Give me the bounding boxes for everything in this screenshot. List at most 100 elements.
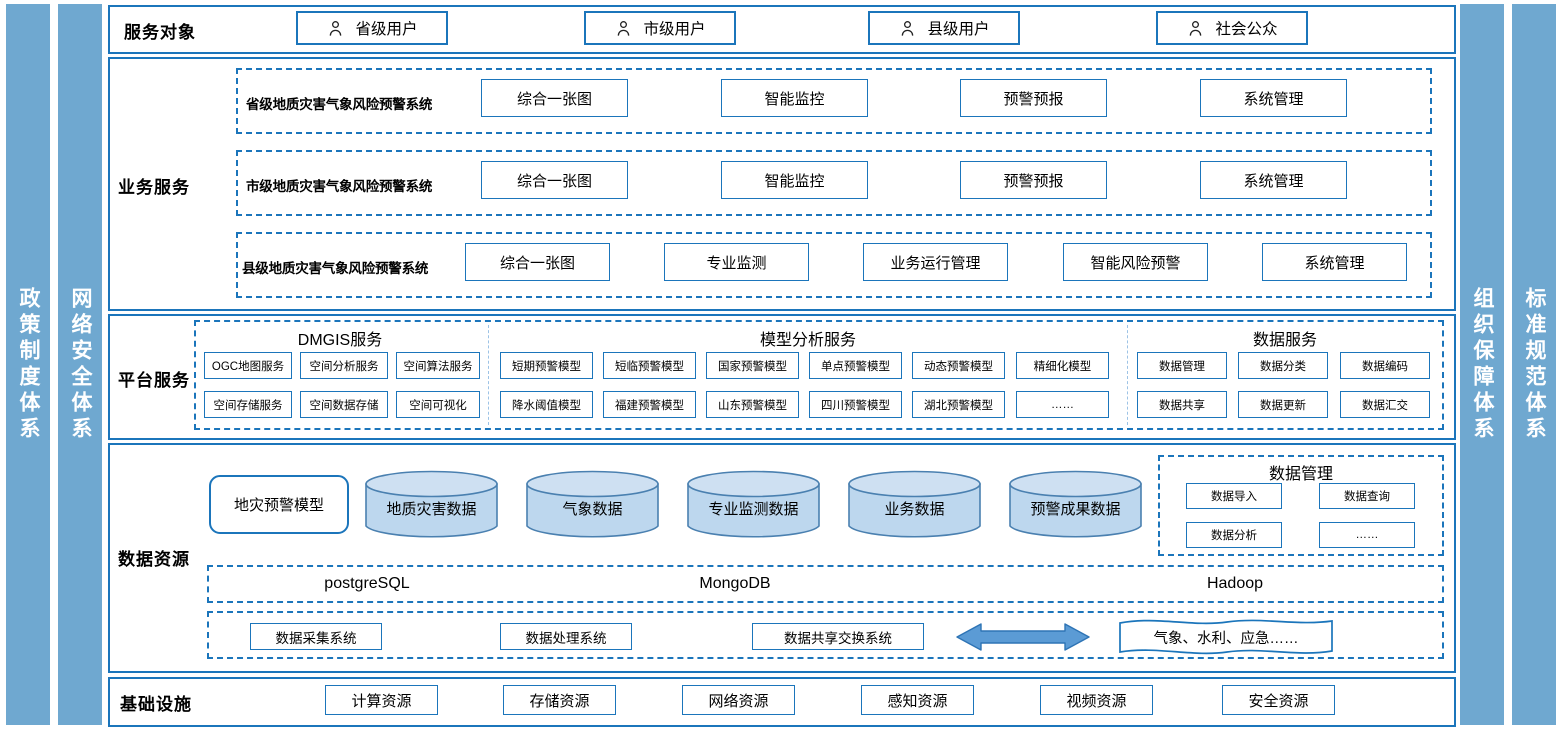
business-services-title: 业务服务: [118, 178, 190, 197]
platform-item-spatial-visualization[interactable]: 空间可视化: [396, 391, 480, 418]
data-collection-system[interactable]: 数据采集系统: [250, 623, 382, 650]
platform-data-update[interactable]: 数据更新: [1238, 391, 1328, 418]
business-module-provincial-1[interactable]: 综合一张图: [481, 79, 628, 117]
platform-model-shandong[interactable]: 山东预警模型: [706, 391, 799, 418]
platform-group-model-analysis-title: 模型分析服务: [759, 332, 856, 349]
business-row-county: [236, 232, 1432, 298]
data-management-query[interactable]: 数据查询: [1319, 483, 1415, 509]
platform-model-refined[interactable]: 精细化模型: [1016, 352, 1109, 379]
business-module-county-4[interactable]: 智能风险预警: [1063, 243, 1208, 281]
platform-data-encoding[interactable]: 数据编码: [1340, 352, 1430, 379]
double-arrow-icon: [955, 622, 1091, 652]
service-object-county-user[interactable]: 县级用户: [868, 11, 1020, 45]
infrastructure-security-resource[interactable]: 安全资源: [1222, 685, 1335, 715]
business-module-county-5[interactable]: 系统管理: [1262, 243, 1407, 281]
service-object-label: 社会公众: [1215, 21, 1278, 38]
platform-model-fujian[interactable]: 福建预警模型: [603, 391, 696, 418]
data-cylinder-warning-results[interactable]: 预警成果数据: [1008, 470, 1143, 540]
business-module-county-2[interactable]: 专业监测: [664, 243, 809, 281]
platform-group-divider-1: [488, 325, 489, 425]
data-cylinder-label: 气象数据: [562, 501, 623, 518]
platform-item-ogc-map-service[interactable]: OGC地图服务: [204, 352, 292, 379]
data-cylinder-geohazard[interactable]: 地质灾害数据: [364, 470, 499, 540]
platform-model-more[interactable]: ……: [1016, 391, 1109, 418]
database-hadoop[interactable]: Hadoop: [1206, 575, 1264, 592]
service-object-label: 省级用户: [355, 21, 418, 38]
data-systems-row: [207, 611, 1444, 659]
platform-item-spatial-storage-service[interactable]: 空间存储服务: [204, 391, 292, 418]
service-object-public[interactable]: 社会公众: [1156, 11, 1308, 45]
data-cylinder-label: 预警成果数据: [1030, 501, 1121, 518]
data-resources-title: 数据资源: [118, 550, 190, 569]
person-icon: [1190, 20, 1202, 36]
business-module-municipal-1[interactable]: 综合一张图: [481, 161, 628, 199]
external-departments-box[interactable]: 气象、水利、应急……: [1117, 618, 1335, 656]
data-cylinder-meteorology[interactable]: 气象数据: [525, 470, 660, 540]
business-module-provincial-4[interactable]: 系统管理: [1200, 79, 1347, 117]
platform-model-short-term[interactable]: 短期预警模型: [500, 352, 593, 379]
person-icon: [902, 20, 914, 36]
sidebar-network-security-system: 网络安全体系: [58, 4, 102, 725]
data-management-panel: [1158, 455, 1444, 556]
service-object-label: 县级用户: [927, 21, 990, 38]
data-cylinder-professional-monitoring[interactable]: 专业监测数据: [686, 470, 821, 540]
business-module-provincial-2[interactable]: 智能监控: [721, 79, 868, 117]
data-management-import[interactable]: 数据导入: [1186, 483, 1282, 509]
business-module-municipal-2[interactable]: 智能监控: [721, 161, 868, 199]
data-management-analysis[interactable]: 数据分析: [1186, 522, 1282, 548]
platform-model-hubei[interactable]: 湖北预警模型: [912, 391, 1005, 418]
business-module-municipal-3[interactable]: 预警预报: [960, 161, 1107, 199]
data-cylinder-label: 专业监测数据: [708, 501, 799, 518]
database-postgresql[interactable]: postgreSQL: [324, 575, 410, 592]
platform-group-data-service-title: 数据服务: [1252, 332, 1317, 349]
data-processing-system[interactable]: 数据处理系统: [500, 623, 632, 650]
business-module-county-1[interactable]: 综合一张图: [465, 243, 610, 281]
platform-group-divider-2: [1127, 325, 1128, 425]
platform-data-classification[interactable]: 数据分类: [1238, 352, 1328, 379]
platform-model-national[interactable]: 国家预警模型: [706, 352, 799, 379]
data-sharing-exchange-system[interactable]: 数据共享交换系统: [752, 623, 924, 650]
infrastructure-video-resource[interactable]: 视频资源: [1040, 685, 1153, 715]
service-object-label: 市级用户: [643, 21, 706, 38]
business-row-county-system-name: 县级地质灾害气象风险预警系统: [242, 261, 429, 276]
platform-group-dmgis-title: DMGIS服务: [297, 332, 383, 349]
sidebar-policy-system: 政策制度体系: [6, 4, 50, 725]
infrastructure-title: 基础设施: [120, 695, 192, 714]
data-management-more[interactable]: ……: [1319, 522, 1415, 548]
platform-item-spatial-analysis-service[interactable]: 空间分析服务: [300, 352, 388, 379]
data-cylinder-business[interactable]: 业务数据: [847, 470, 982, 540]
data-resource-model-box[interactable]: 地灾预警模型: [209, 475, 349, 534]
service-objects-title: 服务对象: [124, 23, 196, 42]
data-cylinder-label: 业务数据: [884, 501, 945, 518]
platform-model-dynamic[interactable]: 动态预警模型: [912, 352, 1005, 379]
platform-data-management[interactable]: 数据管理: [1137, 352, 1227, 379]
database-mongodb[interactable]: MongoDB: [699, 575, 771, 592]
platform-model-single-point[interactable]: 单点预警模型: [809, 352, 902, 379]
platform-item-spatial-algorithm-service[interactable]: 空间算法服务: [396, 352, 480, 379]
database-row: [207, 565, 1444, 603]
infrastructure-compute-resource[interactable]: 计算资源: [325, 685, 438, 715]
platform-item-spatial-data-storage[interactable]: 空间数据存储: [300, 391, 388, 418]
infrastructure-network-resource[interactable]: 网络资源: [682, 685, 795, 715]
platform-services-groups-container: [194, 320, 1444, 430]
business-module-county-3[interactable]: 业务运行管理: [863, 243, 1008, 281]
platform-model-sichuan[interactable]: 四川预警模型: [809, 391, 902, 418]
data-management-title: 数据管理: [1268, 466, 1333, 483]
platform-data-submission[interactable]: 数据汇交: [1340, 391, 1430, 418]
platform-model-imminent[interactable]: 短临预警模型: [603, 352, 696, 379]
business-module-municipal-4[interactable]: 系统管理: [1200, 161, 1347, 199]
service-object-municipal-user[interactable]: 市级用户: [584, 11, 736, 45]
infrastructure-storage-resource[interactable]: 存储资源: [503, 685, 616, 715]
infrastructure-sensing-resource[interactable]: 感知资源: [861, 685, 974, 715]
external-departments-label: 气象、水利、应急……: [1153, 630, 1299, 647]
platform-model-rainfall-threshold[interactable]: 降水阈值模型: [500, 391, 593, 418]
service-object-provincial-user[interactable]: 省级用户: [296, 11, 448, 45]
platform-data-sharing[interactable]: 数据共享: [1137, 391, 1227, 418]
platform-services-title: 平台服务: [118, 371, 190, 390]
business-row-provincial: [236, 68, 1432, 134]
business-module-provincial-3[interactable]: 预警预报: [960, 79, 1107, 117]
business-row-municipal-system-name: 市级地质灾害气象风险预警系统: [246, 179, 433, 194]
person-icon: [330, 20, 342, 36]
business-row-municipal: [236, 150, 1432, 216]
